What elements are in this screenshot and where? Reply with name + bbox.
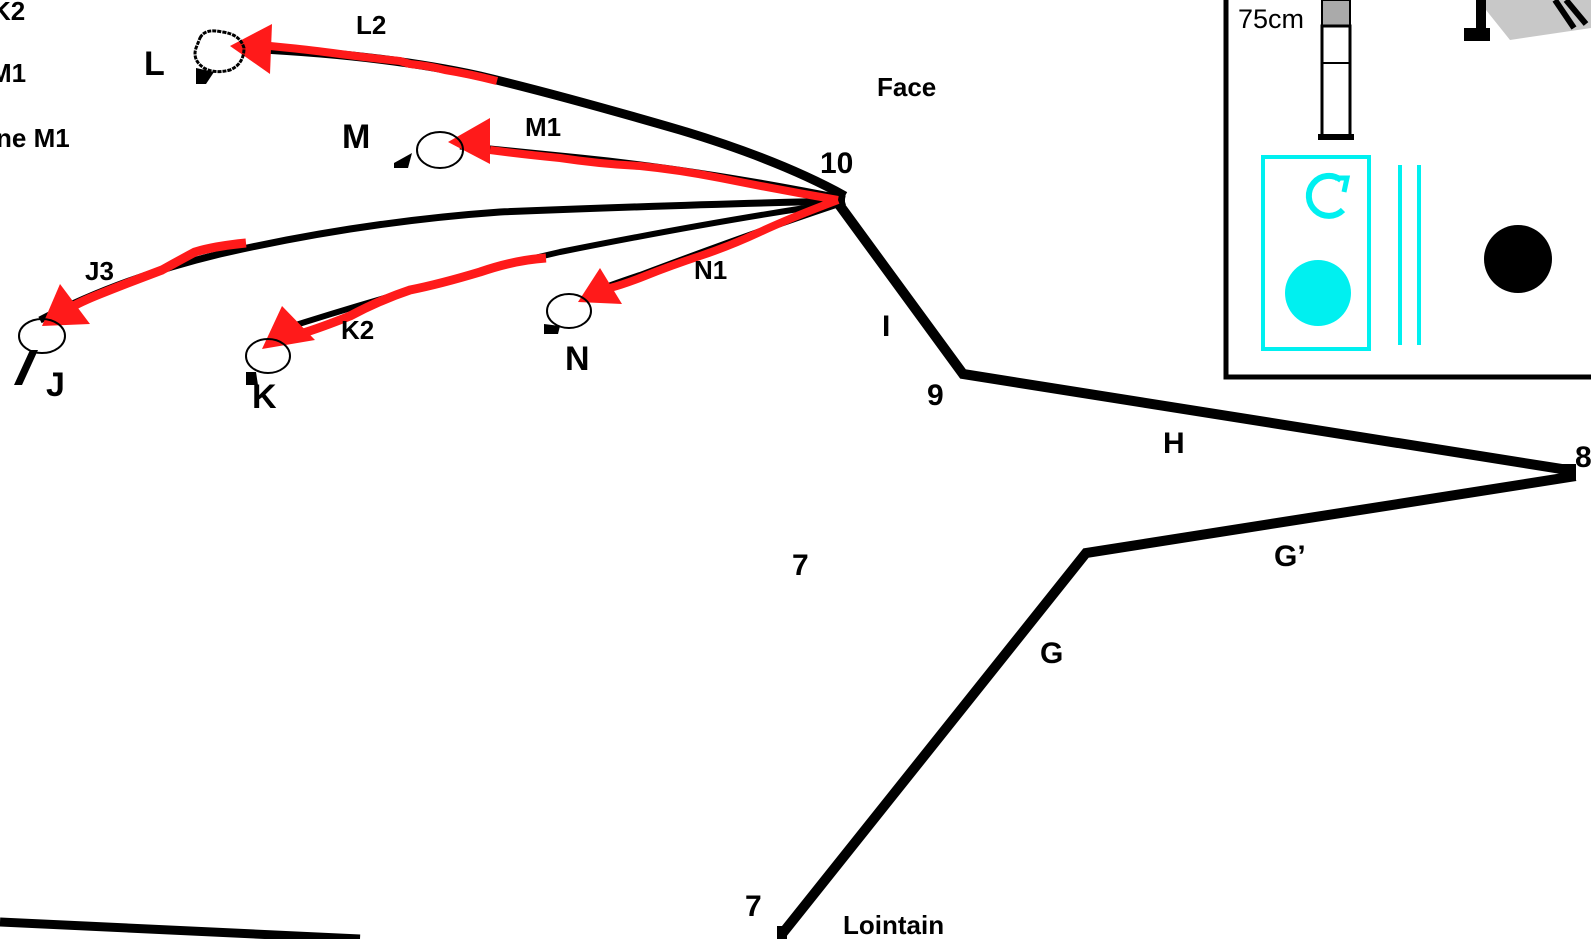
edge-label-m1: M1 [0, 58, 26, 88]
double-bar-icon[interactable] [1398, 165, 1421, 345]
node-label-j: J [46, 366, 65, 404]
red-arrows [42, 24, 840, 349]
point-10: 10 [820, 147, 853, 180]
point-8: 8 [1575, 441, 1591, 474]
node-label-k: K [252, 378, 277, 416]
label-lointain: Lointain [843, 910, 944, 939]
edge-label-scene-m1: ne M1 [0, 123, 70, 153]
segment-h: H [1163, 427, 1185, 460]
arrow-label-m1: M1 [525, 112, 561, 142]
meter-gauge-icon [1318, 0, 1354, 140]
path-endcap-8 [1560, 464, 1576, 480]
edge-label-k2: K2 [0, 0, 25, 26]
node-n-icon[interactable] [544, 293, 592, 334]
label-face: Face [877, 72, 936, 102]
fan-lines [38, 43, 848, 333]
node-label-l: L [144, 45, 165, 83]
spotlight-icon[interactable] [1464, 0, 1591, 41]
path-endcap-7 [777, 926, 787, 939]
stage-path-bottom-left [0, 917, 361, 939]
node-label-n: N [565, 340, 590, 378]
cyan-control-box [1261, 155, 1371, 351]
cyan-dot-icon[interactable] [1285, 260, 1351, 326]
rotate-icon[interactable] [1305, 172, 1351, 219]
segment-g-prime: G’ [1274, 540, 1306, 573]
control-panel: 75cm [1223, 0, 1591, 380]
arrow-k2 [262, 253, 547, 349]
segment-g: G [1040, 637, 1063, 670]
node-j-icon[interactable] [14, 318, 66, 385]
stage-path-main [778, 196, 1577, 938]
arrow-label-k2: K2 [341, 315, 374, 345]
arrow-label-l2: L2 [356, 10, 386, 40]
node-l-icon[interactable] [193, 29, 246, 84]
panel-frame [1223, 0, 1591, 380]
node-label-m: M [342, 118, 370, 156]
arrow-n1 [578, 196, 840, 304]
node-k-icon[interactable] [245, 338, 291, 385]
point-7-bottom: 7 [745, 890, 762, 923]
arrow-label-n1: N1 [694, 255, 727, 285]
arrow-label-j3: J3 [85, 256, 114, 286]
black-dot-icon[interactable] [1484, 225, 1552, 293]
arrow-m1 [448, 118, 839, 204]
arrow-j3 [42, 238, 247, 326]
meter-label: 75cm [1238, 4, 1304, 34]
segment-i: I [882, 310, 890, 343]
node-m-icon[interactable] [394, 131, 464, 169]
arrow-l2 [230, 24, 499, 85]
point-7-center: 7 [792, 549, 809, 582]
point-9: 9 [927, 379, 944, 412]
